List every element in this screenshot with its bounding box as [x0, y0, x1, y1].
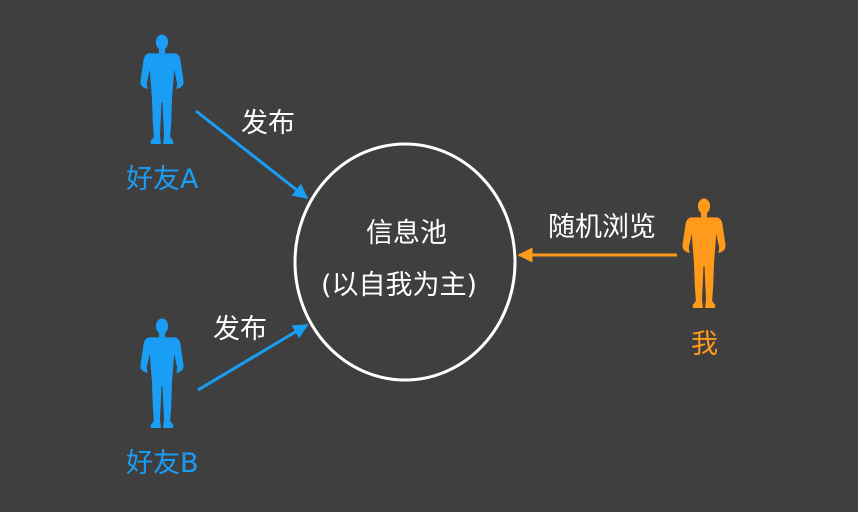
friend-a-publish-arrow: [195, 109, 309, 200]
friend-a-action-label: 发布: [241, 108, 295, 139]
friend-b-action-label: 发布: [213, 314, 267, 345]
info-pool-circle: [293, 142, 517, 382]
info-pool-subtitle: (以自我为主): [321, 270, 478, 301]
friend-b-publish-arrow: [197, 323, 309, 392]
friend-b-label: 好友B: [126, 448, 199, 479]
me-label: 我: [691, 329, 718, 360]
friend-b-person-icon: [140, 318, 184, 428]
info-pool-title: 信息池: [366, 218, 447, 249]
friend-a-label: 好友A: [126, 164, 199, 195]
friend-a-person-icon: [140, 34, 184, 144]
me-person-icon: [682, 198, 726, 308]
me-action-label: 随机浏览: [548, 212, 656, 243]
